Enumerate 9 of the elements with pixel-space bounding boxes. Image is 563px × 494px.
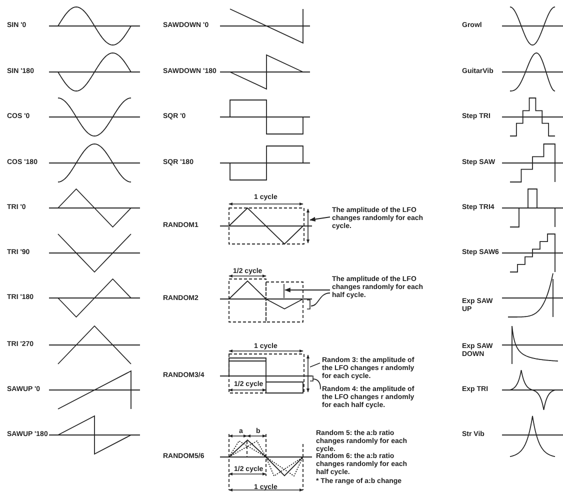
bracket [306, 300, 310, 310]
dimension-line [306, 354, 310, 392]
bracket [310, 376, 314, 382]
leader-line [310, 292, 330, 306]
leader-line [312, 378, 321, 390]
leader-line [284, 288, 330, 292]
dimension-line [306, 208, 310, 244]
leader-line [310, 362, 320, 368]
leader-line [309, 216, 330, 222]
